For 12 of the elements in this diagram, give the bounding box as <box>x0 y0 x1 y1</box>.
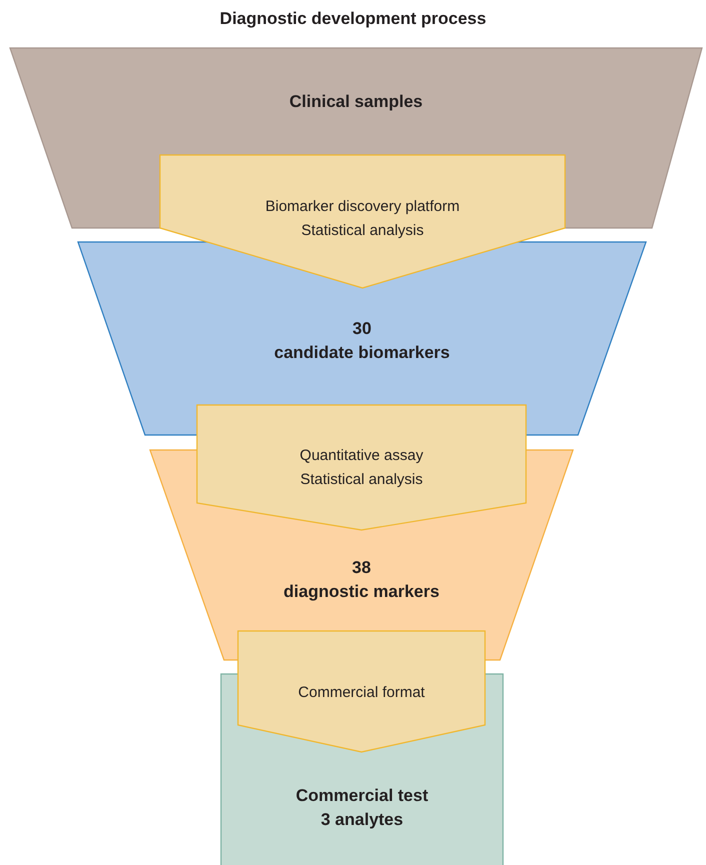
stage-label: 38 <box>352 557 371 579</box>
stage-label: Commercial test <box>296 785 428 807</box>
stage-label: diagnostic markers <box>284 581 440 603</box>
diagram-title: Diagnostic development process <box>218 9 488 29</box>
step-label: Quantitative assay <box>300 446 424 466</box>
step-label: Statistical analysis <box>300 470 423 490</box>
stage-label: candidate biomarkers <box>274 342 450 364</box>
stage-label: 30 <box>352 318 372 340</box>
step-label: Biomarker discovery platform <box>265 197 460 217</box>
stage-label: 3 analytes <box>320 809 404 831</box>
stage-label: Clinical samples <box>289 91 423 113</box>
step-label: Statistical analysis <box>301 221 424 241</box>
